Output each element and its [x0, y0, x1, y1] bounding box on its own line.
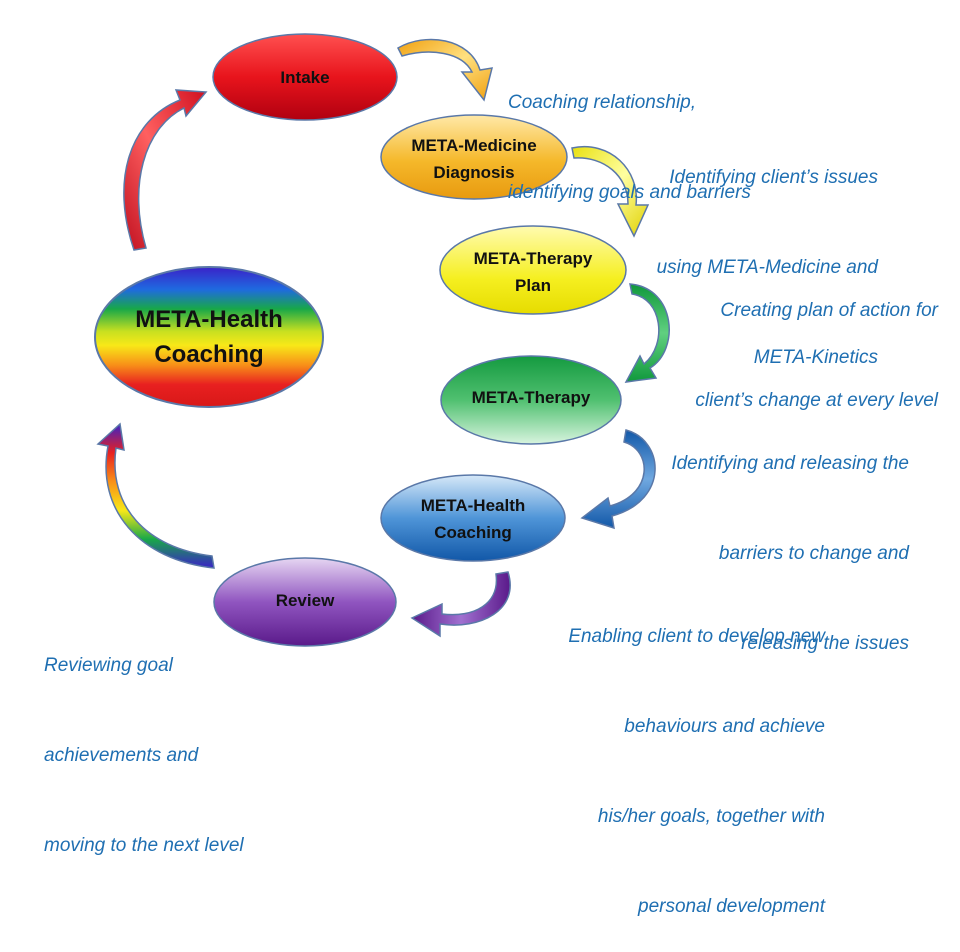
- step-intake: Intake: [212, 33, 398, 121]
- step-plan: META-Therapy Plan: [439, 225, 627, 315]
- step-therapy-label: META-Therapy: [472, 388, 591, 407]
- note-plan: Creating plan of action for client’s cha…: [695, 300, 938, 411]
- step-intake-label: Intake: [280, 68, 329, 87]
- arrow-center-to-intake: [123, 89, 208, 251]
- arrow-intake-to-diagnosis: [397, 38, 494, 102]
- coaching-cycle-diagram: Intake META-Medicine Diagnosis META-Ther…: [94, 33, 670, 647]
- note-intake: Coaching relationship, identifying goals…: [508, 92, 751, 203]
- step-diagnosis-label-1: META-Medicine: [411, 136, 536, 155]
- center-node: META-Health Coaching: [94, 266, 324, 408]
- step-diagnosis-label-2: Diagnosis: [433, 163, 514, 182]
- center-label-2: Coaching: [154, 341, 263, 368]
- arrow-diagnosis-to-plan: [571, 145, 650, 238]
- note-diagnosis: Identifying client’s issues using META-M…: [656, 167, 878, 368]
- step-coaching-label-1: META-Health: [421, 496, 526, 515]
- step-therapy: META-Therapy: [440, 355, 622, 445]
- step-review: Review: [213, 557, 397, 647]
- arrow-review-to-center: [96, 422, 215, 569]
- arrow-therapy-to-coaching: [580, 429, 656, 530]
- note-review: Reviewing goal achievements and moving t…: [44, 655, 244, 856]
- step-plan-label-1: META-Therapy: [474, 249, 593, 268]
- arrow-plan-to-therapy: [624, 283, 670, 383]
- step-diagnosis: META-Medicine Diagnosis: [380, 114, 568, 200]
- center-label-1: META-Health: [135, 306, 283, 333]
- step-review-label: Review: [276, 591, 335, 610]
- step-coaching-label-2: Coaching: [434, 523, 511, 542]
- note-therapy: Identifying and releasing the barriers t…: [671, 453, 909, 654]
- step-plan-label-2: Plan: [515, 276, 551, 295]
- note-coaching: Enabling client to develop new behaviour…: [568, 626, 825, 917]
- step-coaching: META-Health Coaching: [380, 474, 566, 562]
- arrow-coaching-to-review: [410, 571, 511, 638]
